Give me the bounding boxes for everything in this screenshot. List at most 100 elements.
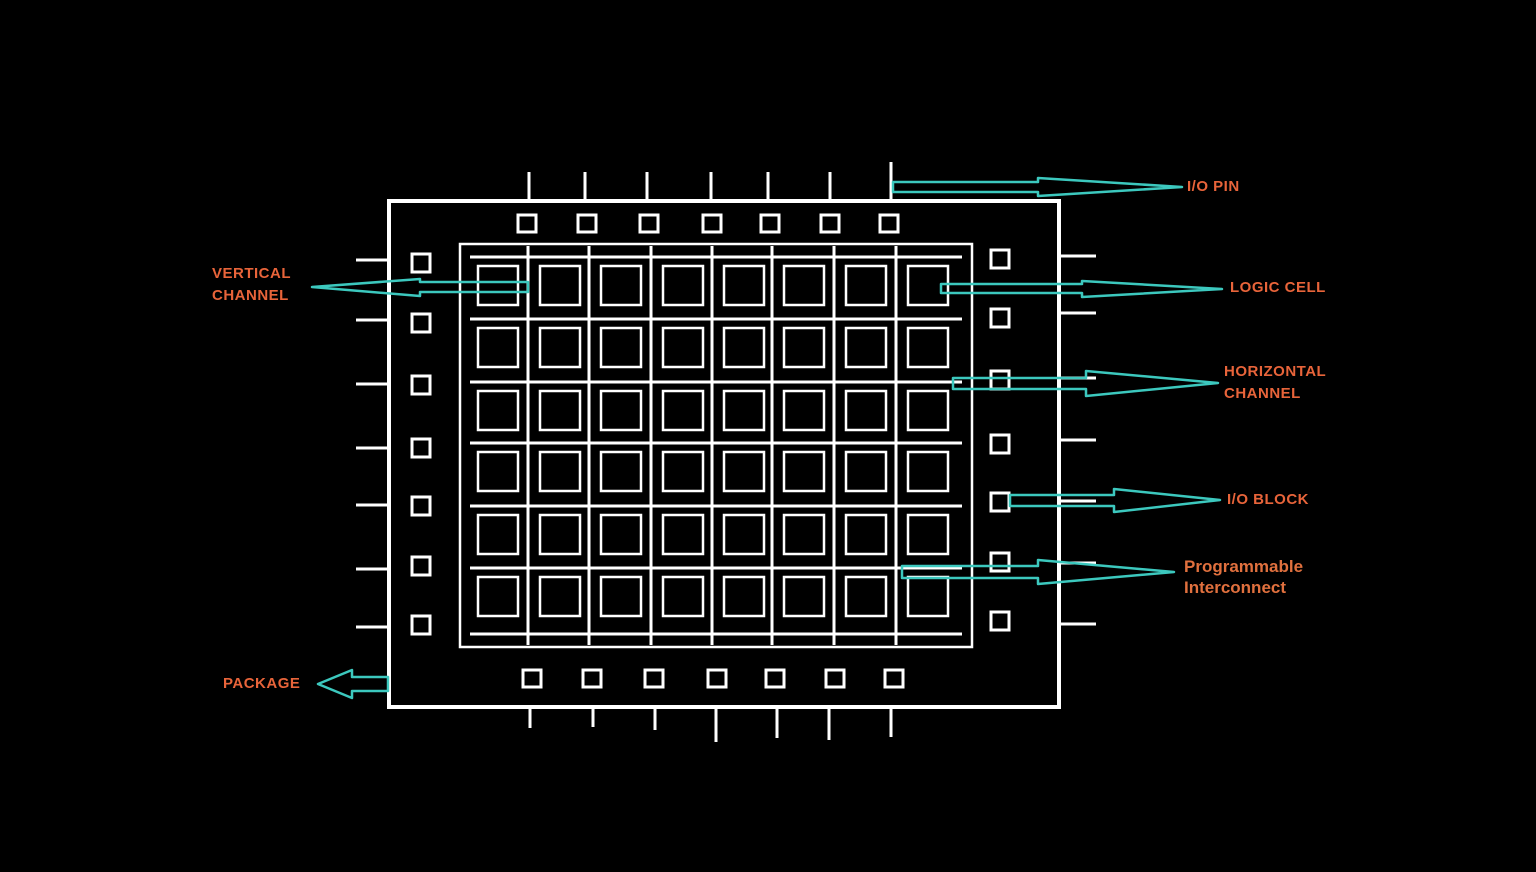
logic-cell <box>538 575 582 618</box>
label-vertical-channel: VERTICAL CHANNEL <box>212 263 291 307</box>
logic-cell <box>661 513 705 556</box>
io-block <box>410 495 432 517</box>
io-pin-arrow <box>891 176 1184 198</box>
io-block <box>989 610 1011 632</box>
logic-cell <box>906 450 950 493</box>
io-pins <box>356 162 1096 742</box>
horizontal-channel-arrow <box>951 369 1220 398</box>
logic-cell <box>476 513 520 556</box>
vertical-channels <box>526 246 898 645</box>
logic-cell <box>722 326 766 369</box>
io-block <box>706 668 728 689</box>
io-block <box>989 491 1011 513</box>
io-blocks <box>410 213 1011 689</box>
logic-cell <box>476 326 520 369</box>
logic-cell <box>599 264 643 307</box>
logic-cell <box>538 389 582 432</box>
io-block <box>824 668 846 689</box>
logic-cell <box>599 513 643 556</box>
logic-cell <box>476 575 520 618</box>
label-horizontal-channel-line1: HORIZONTAL <box>1224 363 1327 380</box>
logic-cell <box>844 326 888 369</box>
logic-cell <box>906 264 950 307</box>
io-block <box>989 551 1011 573</box>
io-block <box>883 668 905 689</box>
io-block <box>410 614 432 636</box>
logic-cell <box>782 389 826 432</box>
label-io-pin: I/O PIN <box>1187 178 1240 195</box>
logic-cell <box>538 513 582 556</box>
io-block <box>701 213 723 234</box>
logic-cell <box>844 450 888 493</box>
label-vertical-channel-line1: VERTICAL <box>212 265 291 282</box>
logic-cell <box>476 450 520 493</box>
logic-cell <box>906 513 950 556</box>
io-block <box>989 369 1011 391</box>
io-block <box>576 213 598 234</box>
io-block <box>410 374 432 396</box>
package-arrow <box>316 668 390 700</box>
horizontal-channels <box>470 255 962 636</box>
io-block <box>410 252 432 274</box>
interconnect-arrow <box>900 558 1176 586</box>
logic-cell <box>722 575 766 618</box>
label-horizontal-channel: HORIZONTAL CHANNEL <box>1224 361 1326 405</box>
label-package: PACKAGE <box>223 675 301 692</box>
label-vertical-channel-line2: CHANNEL <box>212 287 289 304</box>
logic-cell <box>599 450 643 493</box>
logic-array-outline <box>458 242 974 649</box>
io-block <box>989 433 1011 455</box>
logic-cell <box>782 264 826 307</box>
pointer-arrows <box>310 176 1224 700</box>
logic-cell <box>782 450 826 493</box>
logic-cell <box>844 389 888 432</box>
logic-cell <box>782 326 826 369</box>
logic-cell-arrow <box>939 279 1224 299</box>
logic-cell <box>722 513 766 556</box>
label-programmable-interconnect: Programmable Interconnect <box>1184 556 1303 598</box>
io-block <box>638 213 660 234</box>
logic-cell <box>661 389 705 432</box>
logic-cell <box>661 326 705 369</box>
label-horizontal-channel-line2: CHANNEL <box>1224 385 1301 402</box>
label-interconnect-line2: Interconnect <box>1184 578 1287 597</box>
io-block <box>819 213 841 234</box>
logic-cell <box>906 326 950 369</box>
logic-cell <box>844 513 888 556</box>
io-block <box>410 437 432 459</box>
logic-cell <box>906 575 950 618</box>
io-block <box>521 668 543 689</box>
logic-cell <box>782 513 826 556</box>
io-block-arrow <box>1008 487 1222 514</box>
logic-cell <box>906 389 950 432</box>
io-block <box>759 213 781 234</box>
logic-cells <box>476 264 950 618</box>
label-logic-cell: LOGIC CELL <box>1230 279 1326 296</box>
logic-cell <box>661 450 705 493</box>
logic-cell <box>661 575 705 618</box>
logic-cell <box>844 575 888 618</box>
logic-cell <box>782 575 826 618</box>
logic-cell <box>599 389 643 432</box>
io-block <box>989 248 1011 270</box>
io-block <box>989 307 1011 329</box>
logic-cell <box>599 326 643 369</box>
logic-cell <box>538 264 582 307</box>
io-block <box>581 668 603 689</box>
logic-cell <box>722 389 766 432</box>
io-block <box>643 668 665 689</box>
logic-cell <box>538 326 582 369</box>
logic-cell <box>476 389 520 432</box>
io-block <box>878 213 900 234</box>
logic-cell <box>844 264 888 307</box>
io-block <box>764 668 786 689</box>
package-outline <box>387 199 1061 709</box>
io-block <box>516 213 538 234</box>
io-block <box>410 555 432 577</box>
logic-cell <box>599 575 643 618</box>
label-io-block: I/O BLOCK <box>1227 491 1309 508</box>
logic-cell <box>722 264 766 307</box>
logic-cell <box>722 450 766 493</box>
logic-cell <box>538 450 582 493</box>
